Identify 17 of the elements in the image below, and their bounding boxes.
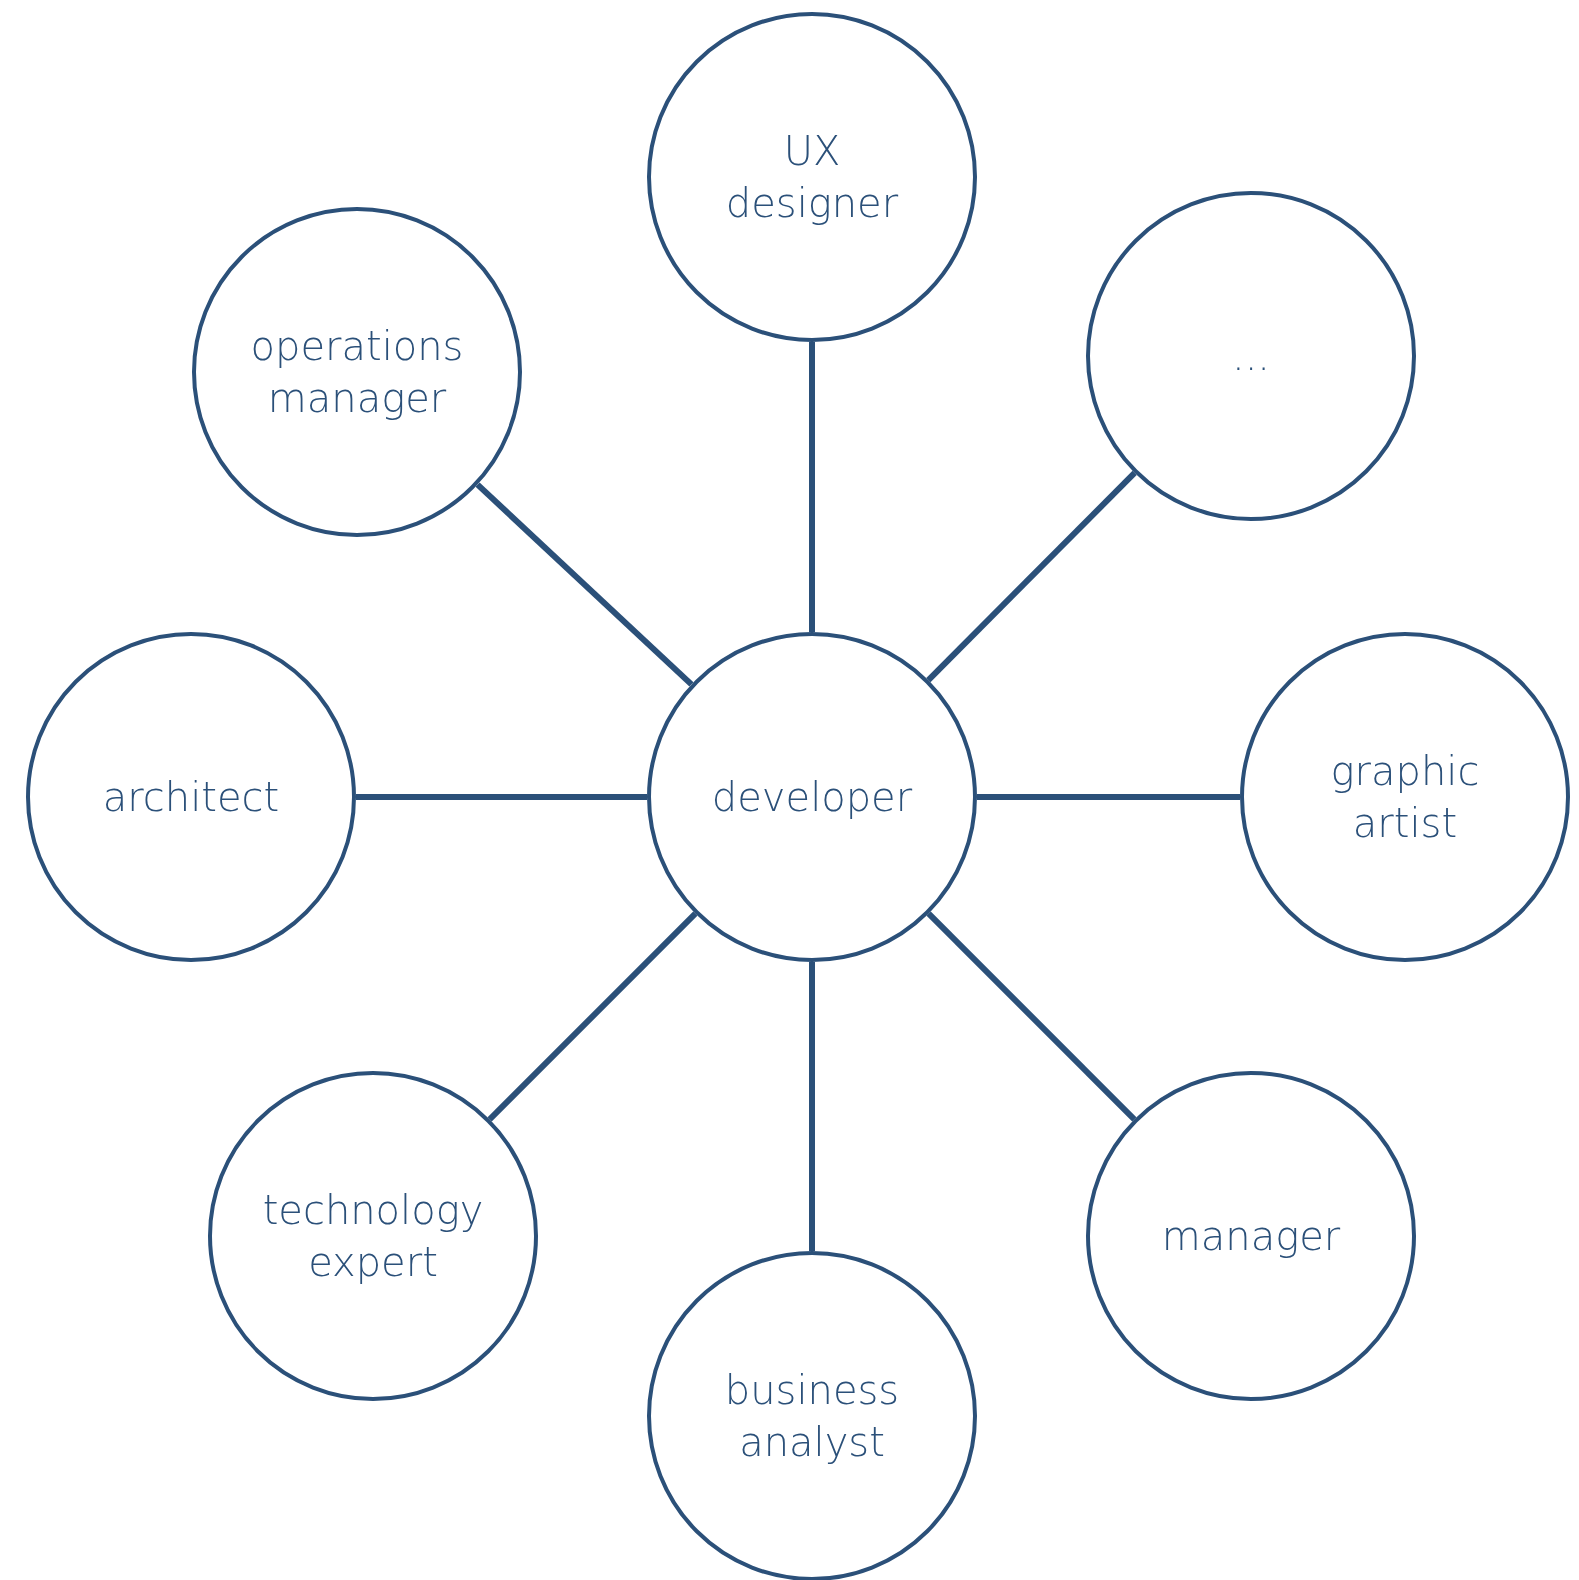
node-label: architect	[101, 773, 281, 822]
connector-line	[809, 962, 815, 1251]
connector-line	[487, 911, 698, 1122]
node-label: UX designer	[724, 127, 900, 228]
node-label: ...	[1230, 332, 1272, 381]
node-label: manager	[1160, 1212, 1342, 1261]
node-label: business analyst	[723, 1366, 901, 1467]
connector-line	[926, 470, 1137, 683]
node-label: operations manager	[249, 322, 465, 423]
connector-line	[926, 911, 1137, 1122]
node-label: technology expert	[261, 1186, 485, 1287]
connector-line	[475, 482, 694, 687]
connector-line	[809, 342, 815, 632]
connector-line	[356, 794, 647, 800]
node-label: developer	[710, 773, 914, 822]
node-label: graphic artist	[1329, 747, 1481, 848]
connector-line	[977, 794, 1240, 800]
